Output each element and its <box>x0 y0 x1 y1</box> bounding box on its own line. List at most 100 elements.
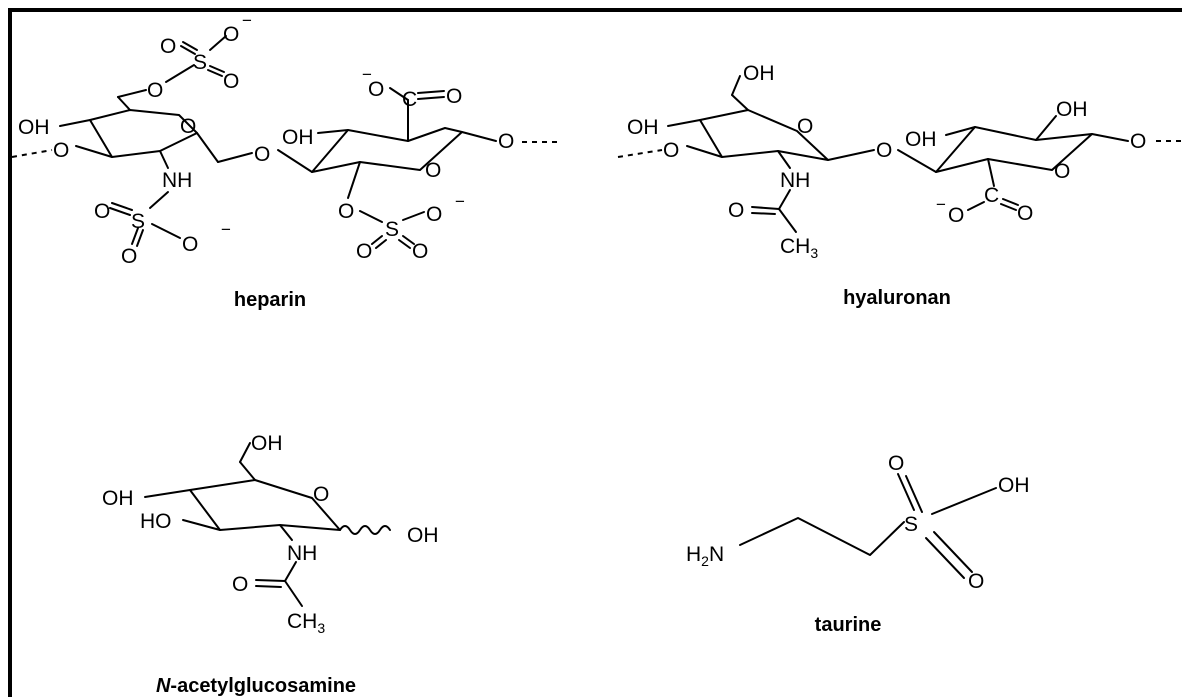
heparin-o-n-bottom: O <box>121 245 137 268</box>
glcnac-bond <box>284 561 297 582</box>
hyaluronan-bond <box>686 145 723 158</box>
hyaluronan-bond <box>777 150 791 169</box>
taurine-bond <box>925 537 965 579</box>
heparin-o-s2-bottom: O <box>412 240 428 263</box>
heparin-bond <box>165 64 195 83</box>
hyaluronan-bond <box>1091 133 1129 142</box>
heparin-s-n: S <box>131 210 145 233</box>
hyaluronan-oh-ring-2: OH <box>905 128 937 151</box>
heparin-bond <box>136 229 144 247</box>
hyaluronan-bond <box>1000 203 1017 211</box>
heparin-bond <box>347 161 361 199</box>
heparin-o-n-right: O <box>182 233 198 256</box>
hyaluronan-oh-c2: OH <box>1056 98 1088 121</box>
taurine-label: taurine <box>815 614 882 636</box>
heparin-s-top: S <box>193 51 207 74</box>
hyaluronan-bond <box>945 126 976 136</box>
hyaluronan-bond <box>897 149 937 173</box>
heparin-ring-o-2: O <box>425 159 441 182</box>
heparin-bond <box>117 96 131 111</box>
heparin-o-left: O <box>53 139 69 162</box>
hyaluronan-oh-c3: OH <box>627 116 659 139</box>
heparin-bond <box>371 235 383 245</box>
heparin-o-2-sulfate: O <box>338 200 354 223</box>
glcnac-bond <box>284 580 303 607</box>
taurine-o-bottom: O <box>968 570 984 593</box>
hyaluronan-o-right: O <box>1130 130 1146 153</box>
heparin-o-right: O <box>498 130 514 153</box>
glcnac-oh-anomeric: OH <box>407 524 439 547</box>
glcnac-ring-o: O <box>313 483 329 506</box>
figure-frame <box>8 8 1182 697</box>
taurine-oh: OH <box>998 474 1030 497</box>
hyaluronan-bond <box>751 212 776 215</box>
hyaluronan-bond <box>731 94 749 111</box>
heparin-bond <box>117 89 147 98</box>
heparin-o-top-bottom: O <box>223 70 239 93</box>
heparin-bond <box>398 239 411 249</box>
heparin-bond <box>217 152 253 163</box>
heparin-c-carboxyl: C <box>402 88 417 111</box>
heparin-oh-ring-2: OH <box>282 126 314 149</box>
nacetylglucosamine-structure: OH OH HO O OH NH O CH3 N-acetylglucosami… <box>102 432 439 697</box>
taurine-bond <box>905 475 923 513</box>
heparin-bond <box>277 149 313 173</box>
heparin-o-s2-right: O <box>426 203 442 226</box>
glcnac-ch3: CH3 <box>287 610 325 636</box>
nacetylglucosamine-label: N-acetylglucosamine <box>156 675 356 697</box>
glcnac-nh: NH <box>287 542 317 565</box>
heparin-left-chain-dash <box>11 149 53 158</box>
heparin-o-carboxyl-minus: O <box>368 78 384 101</box>
hyaluronan-c-carboxyl: C <box>984 184 999 207</box>
taurine-chain-bonds <box>739 517 905 556</box>
hyaluronan-label: hyaluronan <box>843 287 951 309</box>
glcnac-bond <box>144 489 191 498</box>
heparin-o-top-right: O <box>223 23 239 46</box>
heparin-nh: NH <box>162 169 192 192</box>
hyaluronan-bond <box>987 158 995 187</box>
heparin-ring-o-1: O <box>180 115 196 138</box>
glcnac-bond <box>255 579 286 582</box>
hyaluronan-oh-ch2: OH <box>743 62 775 85</box>
heparin-bond <box>389 87 409 101</box>
hyaluronan-structure: OH OH O O NH O CH3 O OH OH O C − O O O h… <box>617 62 1182 309</box>
heparin-ring-2-bonds <box>311 127 463 173</box>
heparin-charge-s2: − <box>455 192 465 211</box>
heparin-bond <box>149 191 169 209</box>
heparin-bond <box>131 227 139 245</box>
heparin-bond <box>209 35 227 51</box>
heparin-bond <box>196 132 219 163</box>
hyaluronan-o-carboxyl-minus: O <box>948 204 964 227</box>
heparin-bond <box>207 69 223 77</box>
hyaluronan-bond <box>667 119 701 127</box>
taurine-structure: H2N S O OH O taurine <box>686 452 1030 636</box>
heparin-o-n-left: O <box>94 200 110 223</box>
glcnac-bond <box>255 585 282 588</box>
hyaluronan-bond <box>751 206 780 210</box>
hyaluronan-bond <box>1002 198 1019 206</box>
glcnac-oh-ch2: OH <box>251 432 283 455</box>
heparin-bond <box>109 207 131 216</box>
hyaluronan-o-glycosidic: O <box>876 139 892 162</box>
hyaluronan-bond <box>967 201 985 211</box>
hyaluronan-bond <box>778 189 791 210</box>
hyaluronan-bond <box>827 149 875 161</box>
hyaluronan-ch3: CH3 <box>780 235 818 261</box>
hyaluronan-left-chain-dash <box>617 149 663 158</box>
heparin-label: heparin <box>234 289 306 311</box>
glcnac-bond <box>239 442 251 463</box>
heparin-structure: OH O O O S O O − O NH S O O O − O OH O −… <box>11 11 560 311</box>
glcnac-oh-c4: OH <box>102 487 134 510</box>
taurine-nh2: H2N <box>686 543 724 569</box>
heparin-bond <box>375 239 387 249</box>
heparin-bond <box>209 65 225 73</box>
heparin-s-2: S <box>385 218 399 241</box>
hyaluronan-bond <box>1035 115 1057 141</box>
heparin-o-top-left: O <box>160 35 176 58</box>
heparin-bond <box>359 210 383 223</box>
heparin-o-s2-left: O <box>356 240 372 263</box>
hyaluronan-o-left: O <box>663 139 679 162</box>
hyaluronan-o-carboxyl: O <box>1017 202 1033 225</box>
glcnac-bond <box>239 461 256 481</box>
